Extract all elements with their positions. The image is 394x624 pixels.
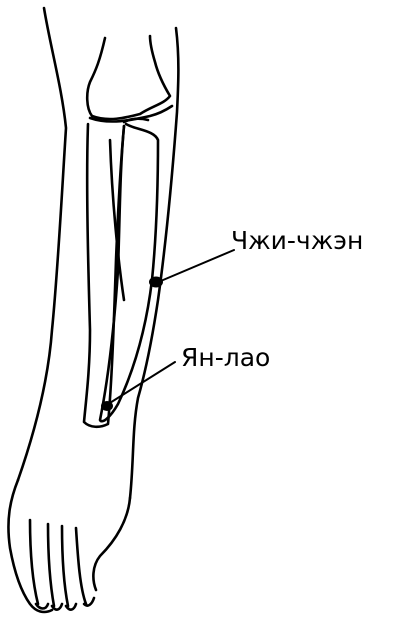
elbow-crease xyxy=(124,119,148,122)
finger-4 xyxy=(76,528,86,604)
finger-1 xyxy=(30,520,38,604)
acupoint-label-chzhi-chzhen: Чжи-чжэн xyxy=(231,228,363,253)
nail-1 xyxy=(36,604,48,609)
finger-3 xyxy=(62,526,68,606)
hand-outline-right xyxy=(93,498,130,590)
acupoint-chzhi-chzhen-dot xyxy=(149,277,163,288)
acupoint-yan-lao-dot xyxy=(101,401,113,411)
ulna-bone xyxy=(100,124,158,421)
leader-line-chzhi-chzhen xyxy=(156,250,234,283)
leader-line-yan-lao xyxy=(105,362,175,406)
finger-2 xyxy=(48,524,54,606)
acupoint-label-yan-lao: Ян-лао xyxy=(181,345,270,370)
forearm-outline-left xyxy=(18,8,66,480)
humerus-bone xyxy=(87,36,170,119)
